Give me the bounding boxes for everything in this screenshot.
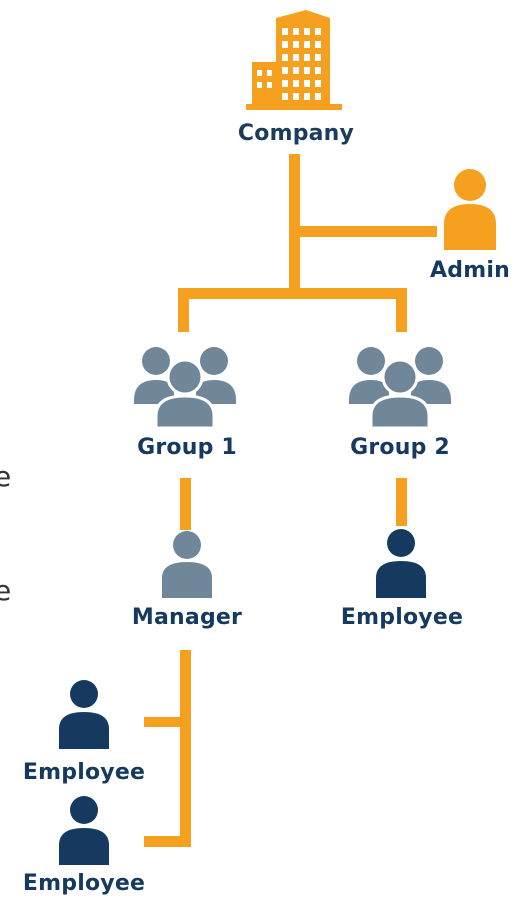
group-people-icon: [134, 342, 236, 428]
group1-label: Group 1: [137, 435, 237, 460]
employee-person-icon: [57, 795, 111, 865]
connector-group1-manager: [180, 478, 191, 530]
connector-employee2-branch: [144, 836, 191, 847]
connector-groups-bar: [178, 288, 407, 299]
connector-group2-drop: [396, 288, 407, 332]
group-people-icon: [349, 342, 451, 428]
cut-off-text: e: [0, 574, 12, 607]
employee-label: Employee: [22, 871, 146, 896]
manager-person-icon: [160, 530, 214, 598]
connector-group1-drop: [178, 288, 189, 332]
admin-label: Admin: [430, 258, 510, 283]
connector-manager-trunk: [180, 650, 191, 847]
connector-group2-employee: [396, 478, 407, 526]
connector-employee1-branch: [144, 717, 191, 727]
employee-person-icon: [374, 528, 428, 598]
employee-person-icon: [57, 679, 111, 749]
cut-off-text: e: [0, 460, 12, 493]
manager-label: Manager: [131, 605, 243, 630]
company-label: Company: [237, 121, 355, 146]
employee-label: Employee: [22, 760, 146, 785]
employee-label: Employee: [340, 605, 464, 630]
connector-company-trunk: [289, 154, 300, 294]
connector-admin-branch: [289, 226, 437, 237]
building-icon: [246, 10, 342, 110]
admin-person-icon: [442, 168, 498, 250]
group2-label: Group 2: [350, 435, 450, 460]
